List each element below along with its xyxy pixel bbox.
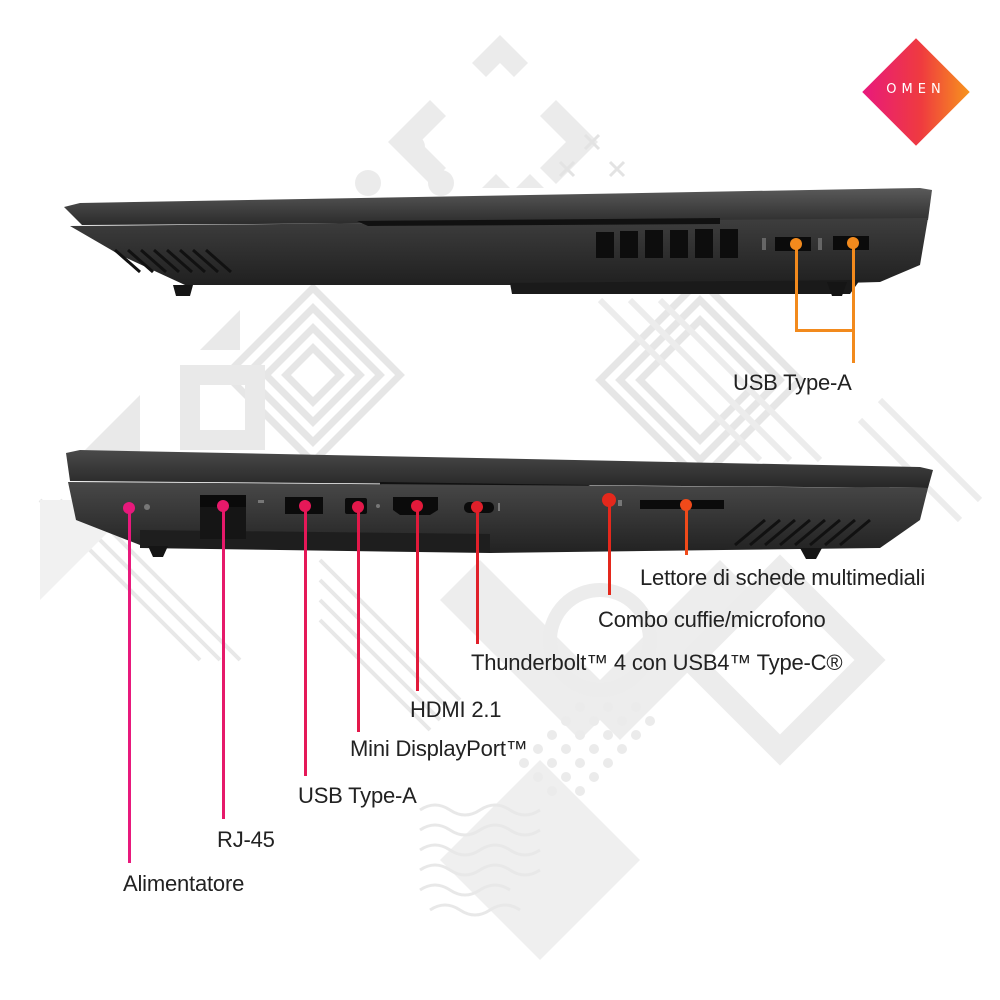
card-reader-callout-line [685,505,688,555]
usb-a-left-callout-dot [299,500,311,512]
rj45-callout-line [222,506,225,819]
audio-callout-dot [602,493,616,507]
power-callout-dot [123,502,135,514]
hdmi-callout-dot [411,500,423,512]
thunderbolt-callout-dot [471,501,483,513]
label-card-reader: Lettore di schede multimediali [640,565,926,590]
thunderbolt-callout-line [476,507,479,644]
usb-a-left-callout-line [304,506,307,776]
label-usb-type-a-right: USB Type-A [733,370,852,395]
label-rj45: RJ-45 [217,827,275,852]
rj45-callout-dot [217,500,229,512]
audio-callout-line [608,500,611,595]
laptop-left-side-view [66,450,933,559]
usb-a-callout-connector [795,329,855,332]
omen-logo: OMEN [862,38,970,146]
power-callout-line [128,508,131,863]
mini-dp-callout-dot [352,501,364,513]
hdmi-callout-line [416,506,419,691]
usb-a-callout-line-1 [795,244,798,330]
card-reader-callout-dot [680,499,692,511]
laptop-right-side-view [64,188,932,296]
label-hdmi: HDMI 2.1 [410,697,502,722]
logo-text: OMEN [886,82,946,97]
label-usb-type-a-left: USB Type-A [298,783,417,808]
usb-a-callout-line-2 [852,243,855,363]
label-combo-audio: Combo cuffie/microfono [598,607,826,632]
label-mini-displayport: Mini DisplayPort™ [350,736,528,761]
label-alimentatore: Alimentatore [123,871,245,896]
mini-dp-callout-line [357,507,360,732]
label-thunderbolt: Thunderbolt™ 4 con USB4™ Type-C® [471,650,843,675]
